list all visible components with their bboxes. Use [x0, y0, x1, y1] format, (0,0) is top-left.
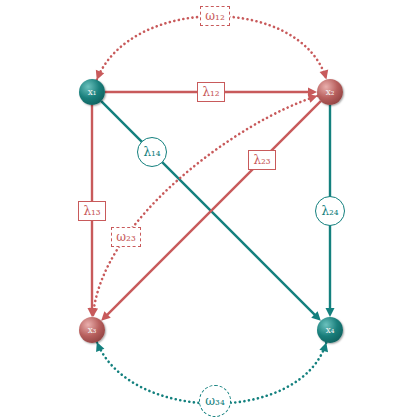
variable-name: x₂: [326, 88, 335, 97]
edge-label: λ₁₄: [137, 137, 167, 167]
arrow-head: [96, 70, 104, 80]
covariance-curve: [93, 96, 318, 317]
loading-arrow: [106, 101, 321, 316]
arrow-head: [319, 342, 328, 352]
edge-label: λ₁₃: [78, 201, 106, 221]
edge-label: λ₂₄: [315, 196, 345, 226]
arrow-head: [311, 311, 321, 321]
arrow-head: [320, 70, 329, 80]
variable-sphere: x₃: [79, 317, 105, 343]
edge-label: ω₁₂: [200, 6, 230, 26]
edge-label: λ₂₃: [248, 150, 276, 170]
arrow-head: [89, 308, 98, 317]
loading-arrow: [101, 101, 316, 316]
variable-sphere: x₄: [317, 317, 343, 343]
arrow-head: [326, 308, 335, 317]
variable-name: x₃: [88, 326, 97, 335]
edge-label: λ₁₂: [197, 82, 225, 102]
variable-name: x₁: [88, 88, 97, 97]
edge-label: ω₂₃: [111, 227, 141, 247]
arrow-head: [308, 94, 318, 103]
arrow-head: [101, 311, 111, 321]
variable-sphere: x₁: [79, 79, 105, 105]
variable-sphere: x₂: [317, 79, 343, 105]
variable-name: x₄: [326, 326, 335, 335]
arrow-head: [96, 342, 104, 352]
edge-label: ω₃₄: [199, 385, 231, 417]
